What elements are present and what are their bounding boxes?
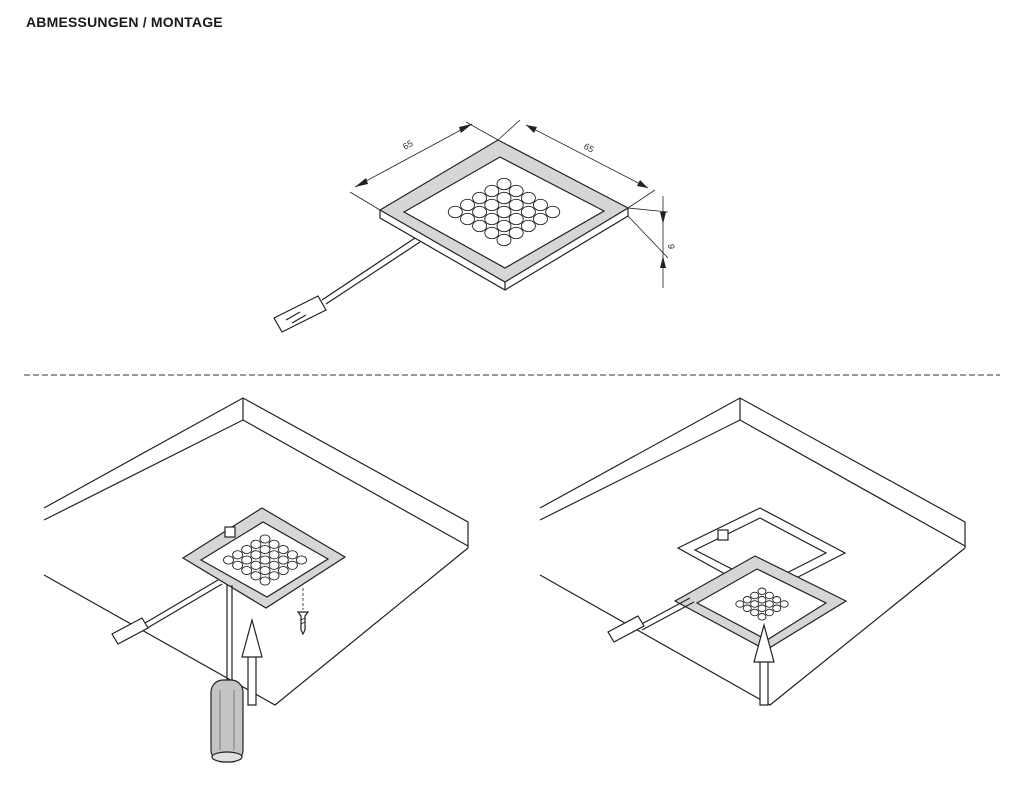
led-dot: [268, 550, 280, 560]
dimension-arrows: [355, 124, 666, 268]
led-dot: [460, 212, 475, 226]
led-dot: [764, 591, 774, 600]
led-dot: [268, 560, 280, 570]
led-dot: [520, 219, 536, 233]
led-dot: [496, 191, 512, 205]
led-dot: [241, 555, 253, 565]
led-array: [447, 177, 561, 247]
dimension-drawing: [273, 119, 669, 333]
connector-icon: [607, 615, 645, 643]
led-dot: [757, 596, 767, 604]
led-dot: [232, 560, 244, 570]
dimension-width-label: 65: [401, 138, 415, 152]
led-dot: [277, 555, 289, 565]
led-dot: [241, 565, 253, 576]
led-dot: [764, 600, 774, 608]
led-dot: [757, 587, 767, 596]
mounting-clip-icon: [224, 526, 236, 538]
led-dot: [779, 600, 789, 608]
led-dot: [484, 212, 500, 226]
led-dot: [508, 212, 524, 226]
led-dot: [757, 613, 767, 621]
dimension-depth-label: 65: [582, 141, 596, 155]
led-dot: [250, 571, 262, 581]
led-dot: [259, 534, 271, 544]
led-dot: [520, 205, 536, 219]
led-dot: [484, 184, 500, 198]
led-dot: [496, 233, 512, 247]
screw-icon: [296, 588, 310, 636]
led-dot: [286, 560, 298, 570]
led-dot: [496, 205, 512, 219]
led-dot: [742, 604, 752, 613]
led-dot: [286, 550, 298, 560]
led-dot: [277, 565, 289, 576]
led-dot: [296, 555, 307, 565]
led-dot: [757, 604, 767, 613]
screwdriver-icon: [210, 585, 244, 763]
led-dot: [259, 565, 271, 576]
arrow-up-icon: [241, 617, 263, 706]
led-dot: [472, 219, 488, 233]
led-dot: [268, 539, 280, 549]
led-dot: [250, 560, 262, 570]
led-dot: [764, 608, 774, 617]
connector-icon: [273, 295, 327, 333]
dimension-height-label: 9: [666, 244, 676, 249]
led-dot: [772, 596, 782, 604]
page-title: ABMESSUNGEN / MONTAGE: [26, 14, 223, 30]
led-dot: [545, 205, 561, 219]
arrow-up-icon: [753, 622, 775, 706]
led-dot: [750, 600, 760, 608]
led-dot: [268, 571, 280, 581]
led-dot: [484, 226, 500, 240]
led-dot: [472, 191, 488, 205]
led-dot: [250, 539, 262, 549]
led-dot: [259, 544, 271, 555]
led-dot: [447, 205, 463, 219]
led-dot: [232, 550, 244, 560]
led-dot: [472, 205, 488, 219]
led-dot: [772, 604, 782, 613]
led-dot: [735, 600, 745, 608]
led-dot: [750, 608, 760, 617]
led-dot: [277, 544, 289, 555]
led-dot: [520, 191, 536, 205]
led-dot: [508, 226, 524, 240]
led-dot: [259, 555, 271, 565]
led-dot: [496, 219, 512, 233]
led-dot: [533, 198, 548, 212]
led-dot: [508, 184, 524, 198]
clip-mounting-step: [539, 397, 966, 706]
led-dot: [241, 544, 253, 555]
led-dot: [223, 555, 234, 565]
led-dot: [533, 212, 548, 226]
led-array: [735, 587, 789, 621]
led-array: [223, 534, 307, 586]
led-dot: [742, 596, 752, 604]
led-dot: [250, 550, 262, 560]
led-dot: [496, 177, 512, 191]
connector-icon: [111, 617, 149, 645]
led-dot: [460, 198, 475, 212]
led-dot: [750, 591, 760, 600]
led-panel: [695, 568, 828, 641]
led-dot: [259, 576, 271, 586]
led-dot: [508, 198, 524, 212]
led-dot: [484, 198, 500, 212]
mounting-clip-icon: [717, 529, 729, 541]
